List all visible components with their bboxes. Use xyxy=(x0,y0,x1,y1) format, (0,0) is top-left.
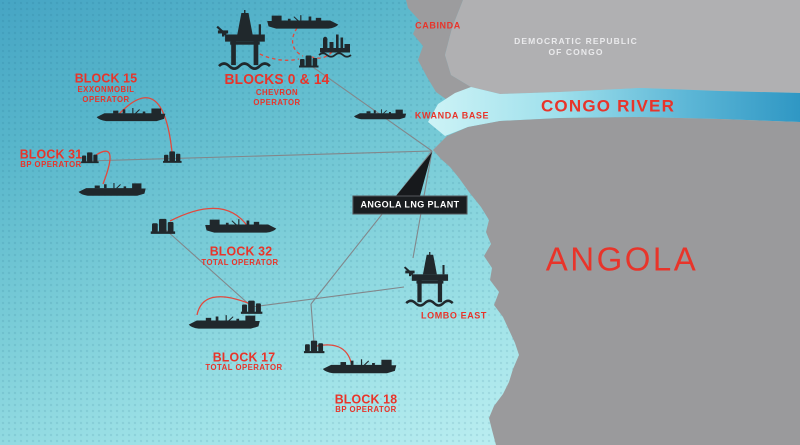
blocks-0-14-operator-line2: OPERATOR xyxy=(253,98,301,107)
pipeline-block17-to-lombo-east xyxy=(251,286,405,308)
lng-plant-label: ANGOLA LNG PLANT xyxy=(352,195,468,215)
block17-fpso xyxy=(188,315,260,329)
block15-wellhead xyxy=(163,151,182,163)
fpso-vessel-icon xyxy=(353,109,407,120)
block32-fpso xyxy=(205,219,277,233)
block31-wellhead xyxy=(81,152,99,164)
block-15-operator-line2: OPERATOR xyxy=(82,95,130,104)
landmass-angola xyxy=(433,117,800,445)
riser-block15 xyxy=(118,97,173,153)
riser-block32 xyxy=(169,207,249,228)
pipeline-blocks014-to-lng xyxy=(309,64,433,152)
fpso-vessel-icon xyxy=(322,359,397,374)
pipeline-network xyxy=(85,64,433,344)
oil-rig-icon xyxy=(215,8,272,70)
riser-blocks014-dashed xyxy=(253,27,333,61)
block-18-operator-line1: BP OPERATOR xyxy=(335,405,397,414)
fpso-vessel-icon xyxy=(78,182,146,196)
block-17-operator-line1: TOTAL OPERATOR xyxy=(205,363,283,372)
kwanda-tanker xyxy=(353,109,407,120)
lombo-east-rig xyxy=(402,250,454,307)
cabinda-label: CABINDA xyxy=(415,20,461,31)
drc-label-line2: OF CONGO xyxy=(548,46,604,57)
subsea-wellhead-icon xyxy=(81,152,99,164)
pipeline-branch-block18 xyxy=(310,303,315,344)
subsea-wellhead-icon xyxy=(150,218,176,234)
block17-wellhead xyxy=(240,300,263,314)
onshore-plant-icon xyxy=(318,33,352,58)
fpso-vessel-icon xyxy=(96,108,166,122)
blocks014-tanker xyxy=(267,15,339,29)
pipeline-block32-to-block17 xyxy=(165,229,253,308)
congo-river-label: CONGO RIVER xyxy=(540,96,676,116)
blocks014-rig xyxy=(215,8,272,70)
blocks-0-14-title: BLOCKS 0 & 14 xyxy=(224,71,330,88)
kwanda-base-label: KWANDA BASE xyxy=(414,110,490,121)
oil-rig-icon xyxy=(402,250,454,307)
block18-wellhead xyxy=(303,340,325,354)
block15-fpso xyxy=(96,108,166,122)
riser-block17 xyxy=(196,296,249,316)
block-32-operator-line1: TOTAL OPERATOR xyxy=(201,258,279,267)
block-17-title: BLOCK 17 xyxy=(212,349,276,365)
block-15-operator-line1: EXXONMOBIL xyxy=(77,85,135,94)
lng-plant-pointer-arrow xyxy=(396,152,432,196)
subsea-wellhead-icon xyxy=(299,55,319,68)
block31-fpso xyxy=(78,182,146,196)
subsea-wellhead-icon xyxy=(163,151,182,163)
block18-fpso xyxy=(322,359,397,374)
fpso-vessel-icon xyxy=(205,219,277,233)
congo-river xyxy=(428,87,800,136)
block-15-title: BLOCK 15 xyxy=(74,70,138,86)
drc-label-line1: DEMOCRATIC REPUBLIC xyxy=(514,35,638,46)
landmass-drc xyxy=(445,0,800,94)
subsea-wellhead-icon xyxy=(303,340,325,354)
pipeline-block31-to-lng xyxy=(85,150,433,162)
block-31-operator-line1: BP OPERATOR xyxy=(20,160,82,169)
blocks-0-14-operator-line1: CHEVRON xyxy=(255,88,299,97)
riser-block31 xyxy=(95,150,111,185)
fpso-vessel-icon xyxy=(188,315,260,329)
blocks014-plant xyxy=(318,33,352,58)
block-31-title: BLOCK 31 xyxy=(19,146,83,162)
block-32-title: BLOCK 32 xyxy=(209,243,273,259)
landmass-cabinda xyxy=(406,0,471,102)
fpso-vessel-icon xyxy=(267,15,339,29)
lombo-east-label: LOMBO EAST xyxy=(421,310,487,321)
angola-label: ANGOLA xyxy=(545,240,699,278)
pipeline-lng-to-south-junction xyxy=(310,150,433,305)
block-18-title: BLOCK 18 xyxy=(334,391,398,407)
block32-wellhead xyxy=(150,218,176,234)
blocks014-wellhead xyxy=(299,55,319,68)
subsea-wellhead-icon xyxy=(240,300,263,314)
